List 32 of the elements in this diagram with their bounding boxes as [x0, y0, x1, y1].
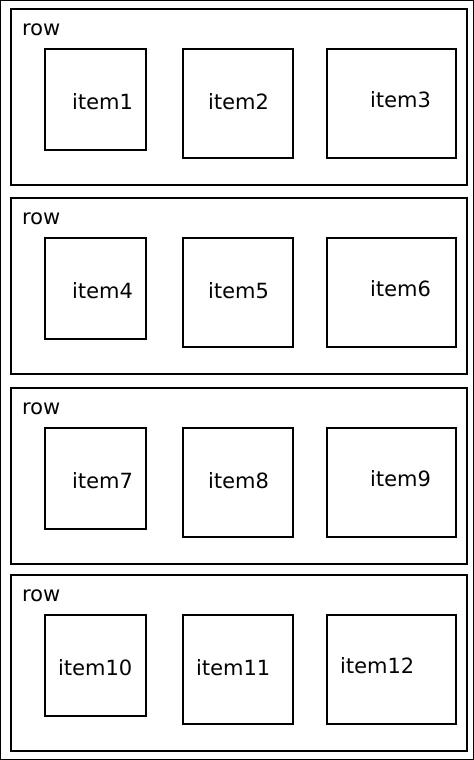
item-box [182, 427, 294, 538]
row-label: row [22, 395, 60, 419]
item-box [44, 237, 147, 340]
item-label: item6 [370, 277, 431, 301]
item-label: item11 [196, 656, 270, 680]
item-box [326, 237, 457, 348]
row-container [10, 8, 468, 186]
row-label: row [22, 16, 60, 40]
row-label: row [22, 582, 60, 606]
item-label: item5 [208, 279, 269, 303]
item-box [182, 48, 294, 159]
item-label: item4 [72, 279, 133, 303]
item-box [326, 48, 457, 159]
item-box [182, 237, 294, 348]
row-container [10, 574, 468, 752]
item-label: item9 [370, 467, 431, 491]
item-label: item1 [72, 90, 133, 114]
item-box [44, 48, 147, 151]
row-container [10, 387, 468, 565]
item-label: item7 [72, 469, 133, 493]
row-container [10, 197, 468, 375]
item-label: item10 [58, 656, 132, 680]
item-label: item3 [370, 88, 431, 112]
item-box [44, 614, 147, 717]
row-label: row [22, 205, 60, 229]
item-label: item8 [208, 469, 269, 493]
item-box [44, 427, 147, 530]
item-label: item2 [208, 90, 269, 114]
item-box [326, 614, 457, 725]
item-label: item12 [340, 654, 414, 678]
item-box [182, 614, 294, 725]
item-box [326, 427, 457, 538]
